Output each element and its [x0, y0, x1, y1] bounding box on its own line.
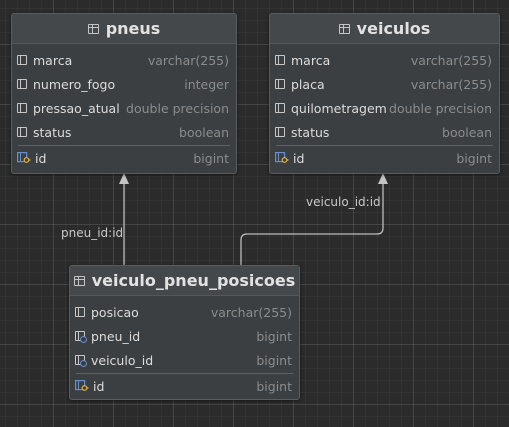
- column-icon: [17, 103, 27, 113]
- column-row[interactable]: placa varchar(255): [270, 72, 499, 96]
- column-icon: [17, 79, 27, 89]
- table-icon: [338, 23, 350, 34]
- column-row[interactable]: marca varchar(255): [270, 48, 499, 72]
- pk-divider: [276, 145, 493, 146]
- column-row[interactable]: posicao varchar(255): [70, 300, 299, 324]
- entity-title: pneus: [105, 19, 161, 38]
- column-name: status: [291, 124, 330, 140]
- column-icon: [275, 127, 285, 137]
- column-row[interactable]: status boolean: [270, 120, 499, 144]
- column-type: bigint: [456, 150, 492, 166]
- column-row[interactable]: numero_fogo integer: [12, 72, 236, 96]
- column-name: id: [35, 150, 47, 166]
- column-row[interactable]: marca varchar(255): [12, 48, 236, 72]
- column-type: integer: [184, 76, 229, 92]
- primary-key-row[interactable]: id bigint: [70, 374, 299, 398]
- column-icon: [75, 307, 85, 317]
- column-name: status: [33, 124, 72, 140]
- column-name: pressao_atual: [33, 100, 120, 116]
- column-name: numero_fogo: [33, 76, 116, 92]
- column-icon: [17, 55, 27, 65]
- column-type: bigint: [256, 378, 292, 394]
- primary-key-row[interactable]: id bigint: [270, 146, 499, 170]
- column-type: bigint: [256, 352, 292, 368]
- column-type: varchar(255): [147, 52, 229, 68]
- entity-veiculos[interactable]: veiculos marca varchar(255) placa varcha…: [269, 13, 500, 174]
- column-name: placa: [291, 76, 325, 92]
- column-row[interactable]: status boolean: [12, 120, 236, 144]
- column-type: varchar(255): [410, 52, 492, 68]
- pk-divider: [18, 145, 230, 146]
- entity-header[interactable]: veiculos: [270, 14, 499, 44]
- column-type: bigint: [193, 150, 229, 166]
- veiculo-link-label: veiculo_id:id: [306, 195, 381, 209]
- column-type: varchar(255): [410, 76, 492, 92]
- table-icon: [87, 23, 99, 34]
- primary-key-row[interactable]: id bigint: [12, 146, 236, 170]
- column-icon: [275, 103, 285, 113]
- column-name: veiculo_id: [91, 352, 154, 368]
- pk-divider: [76, 373, 293, 374]
- entity-pneus[interactable]: pneus marca varchar(255) numero_fogo int…: [11, 13, 237, 174]
- foreign-key-icon: [75, 331, 87, 343]
- column-row[interactable]: pneu_id bigint: [70, 324, 299, 348]
- entity-veiculo-pneu-posicoes[interactable]: veiculo_pneu_posicoes posicao varchar(25…: [69, 265, 300, 400]
- veiculo-link-line: [240, 180, 384, 265]
- column-type: boolean: [179, 124, 229, 140]
- column-icon: [275, 55, 285, 65]
- column-name: id: [93, 378, 105, 394]
- column-icon: [275, 79, 285, 89]
- column-type: bigint: [256, 328, 292, 344]
- entity-header[interactable]: pneus: [12, 14, 236, 44]
- column-row[interactable]: veiculo_id bigint: [70, 348, 299, 372]
- pneu-link-label: pneu_id:id: [61, 226, 124, 240]
- column-row[interactable]: pressao_atual double precision: [12, 96, 236, 120]
- column-type: boolean: [442, 124, 492, 140]
- column-name: marca: [33, 52, 73, 68]
- primary-key-icon: [275, 152, 289, 163]
- column-type: double precision: [389, 100, 492, 116]
- column-name: quilometragem: [291, 100, 387, 116]
- primary-key-icon: [17, 152, 31, 163]
- column-name: posicao: [91, 304, 139, 320]
- column-row[interactable]: quilometragem double precision: [270, 96, 499, 120]
- column-name: marca: [291, 52, 331, 68]
- column-icon: [17, 127, 27, 137]
- column-name: id: [293, 150, 305, 166]
- entity-title: veiculo_pneu_posicoes: [91, 271, 296, 290]
- entity-title: veiculos: [356, 19, 431, 38]
- foreign-key-icon: [75, 355, 87, 367]
- entity-header[interactable]: veiculo_pneu_posicoes: [70, 266, 299, 296]
- table-icon: [73, 275, 85, 286]
- column-type: varchar(255): [210, 304, 292, 320]
- column-name: pneu_id: [91, 328, 141, 344]
- veiculo-link-arrowhead: [378, 173, 388, 184]
- primary-key-icon: [75, 380, 89, 391]
- pneu-link-arrowhead: [119, 173, 129, 184]
- column-type: double precision: [126, 100, 229, 116]
